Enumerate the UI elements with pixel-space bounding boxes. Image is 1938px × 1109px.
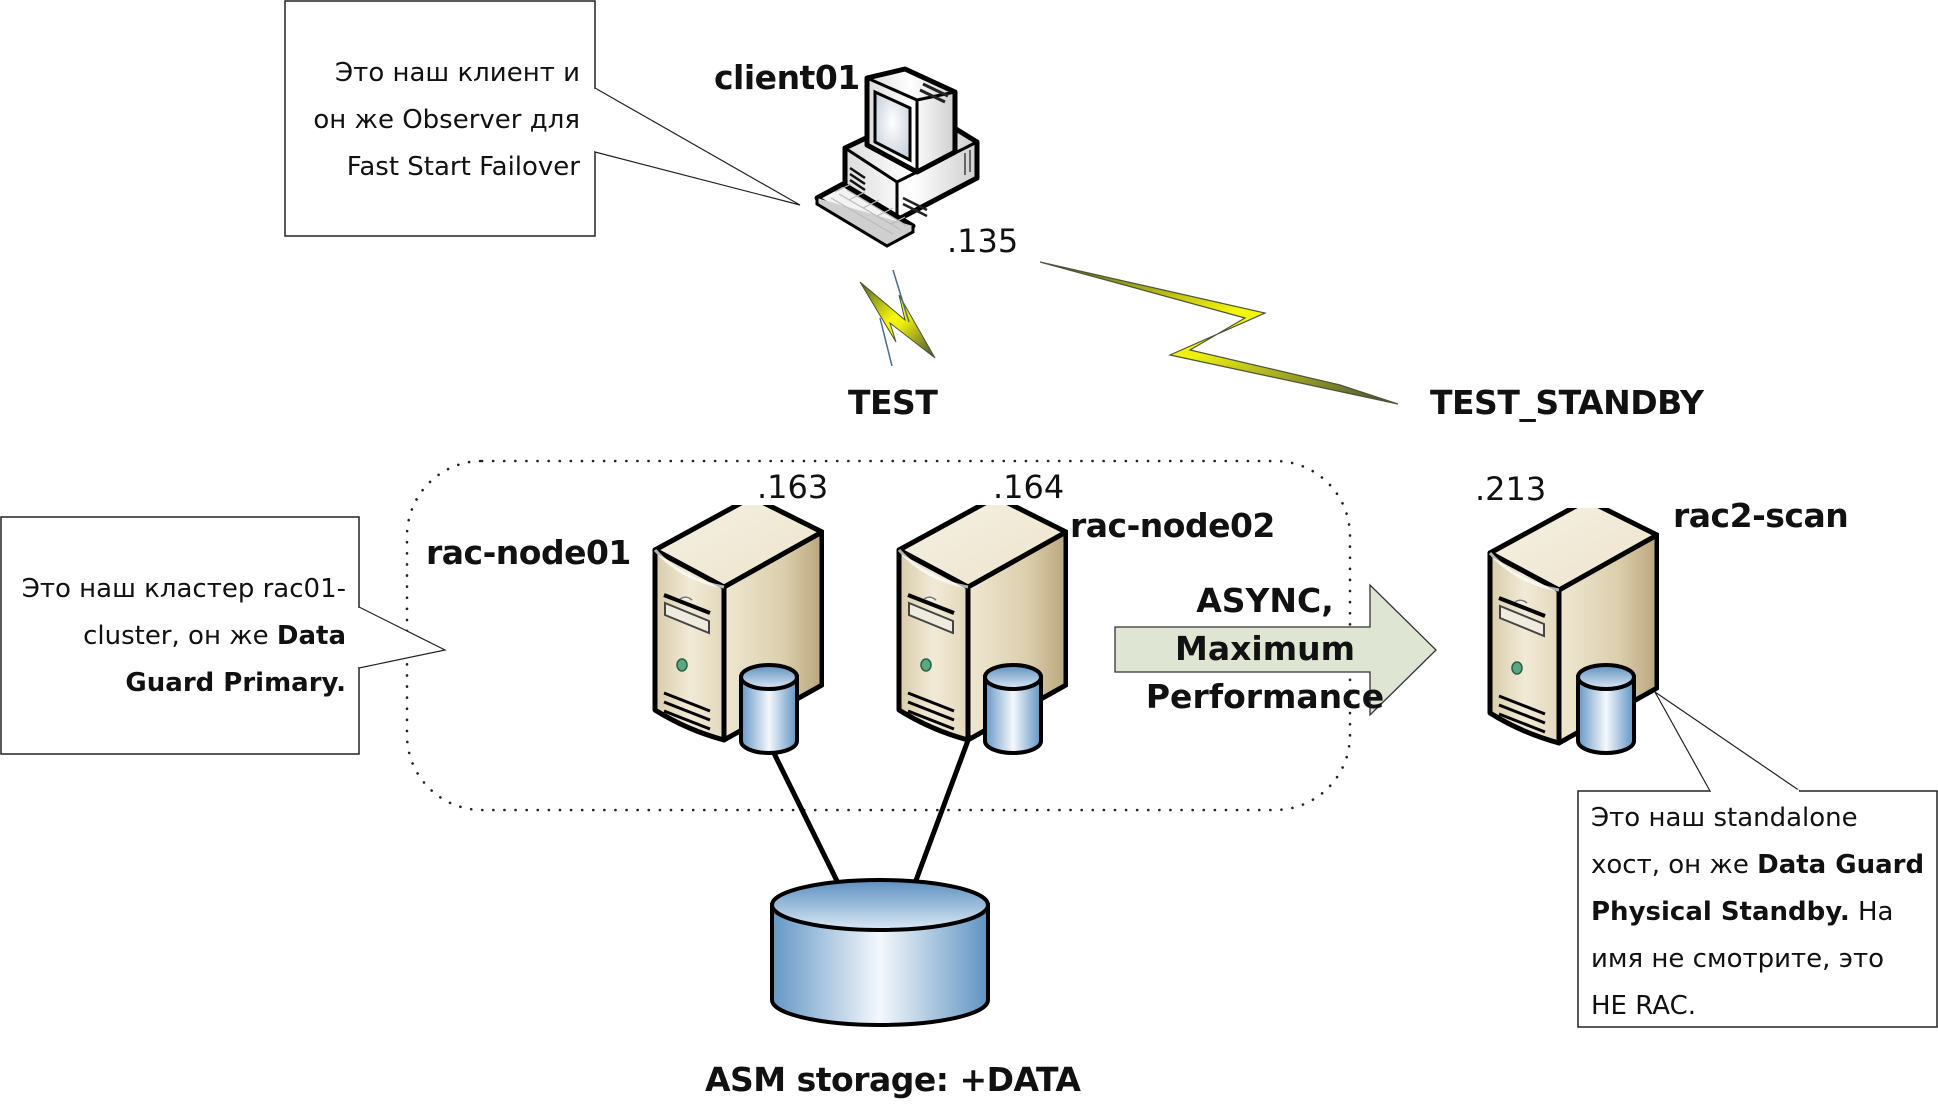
standby-callout-part-bold: Physical Standby. xyxy=(1591,897,1850,927)
standby-callout-part: Это наш standalone xyxy=(1591,803,1858,833)
standby-name-label: rac2-scan xyxy=(1673,496,1849,535)
cluster-callout-text: Это наш кластер rac01- cluster, он же Da… xyxy=(6,566,346,707)
service-label-test-standby: TEST_STANDBY xyxy=(1430,383,1704,422)
standby-callout-part: имя не смотрите, это xyxy=(1591,944,1885,974)
standby-callout-part: На xyxy=(1849,897,1894,927)
replication-mode-line: Maximum xyxy=(1175,629,1355,668)
standby-callout-part-bold: Data Guard xyxy=(1757,850,1925,880)
desktop-computer-icon xyxy=(814,66,980,248)
lightning-bolt-icon-test-standby xyxy=(1039,261,1399,405)
storage-label: ASM storage: +DATA xyxy=(705,1060,1081,1099)
node-name-label-rac-node02: rac-node02 xyxy=(1070,506,1275,545)
database-cylinder-icon-standby xyxy=(1576,663,1636,755)
client-ip-label: .135 xyxy=(947,222,1019,260)
replication-mode-line: Performance xyxy=(1145,677,1385,716)
cluster-callout-part: cluster, он же xyxy=(83,621,277,651)
database-cylinder-icon-node01 xyxy=(739,663,799,755)
client-name-label: client01 xyxy=(714,58,860,97)
lightning-bolt-icon-test xyxy=(859,269,936,367)
client-callout-line: Fast Start Failover xyxy=(346,152,580,182)
standby-callout-text: Это наш standalone хост, он же Data Guar… xyxy=(1591,795,1936,1030)
storage-link-node02 xyxy=(912,734,973,884)
node-name-label-rac-node01: rac-node01 xyxy=(426,533,631,572)
node-ip-label-rac-node02: .164 xyxy=(993,468,1065,506)
replication-mode-label: ASYNC, Maximum Performance xyxy=(1130,577,1400,721)
cluster-callout xyxy=(0,516,447,755)
storage-link-node01 xyxy=(762,733,841,885)
client-callout-text: Это наш клиент и он же Observer для Fast… xyxy=(290,50,580,191)
standby-callout xyxy=(1577,691,1938,1028)
client-callout xyxy=(284,0,801,237)
service-label-test: TEST xyxy=(848,383,938,422)
standby-ip-label: .213 xyxy=(1475,470,1547,508)
cluster-callout-part-bold: Data xyxy=(276,621,346,651)
standby-callout-part: хост, он же xyxy=(1591,850,1758,880)
replication-mode-line: ASYNC, xyxy=(1196,581,1334,620)
cluster-callout-part: Это наш кластер rac01- xyxy=(21,574,346,604)
cluster-callout-part-bold: Guard Primary. xyxy=(125,668,346,698)
client-callout-line: он же Observer для xyxy=(313,105,580,135)
client-callout-line: Это наш клиент и xyxy=(335,58,580,88)
standby-callout-part: НЕ RAC. xyxy=(1591,991,1697,1021)
right-arrow-icon xyxy=(1114,583,1437,717)
node-ip-label-rac-node01: .163 xyxy=(757,468,829,506)
database-cylinder-icon-asm xyxy=(770,878,990,1027)
database-cylinder-icon-node02 xyxy=(983,663,1043,755)
